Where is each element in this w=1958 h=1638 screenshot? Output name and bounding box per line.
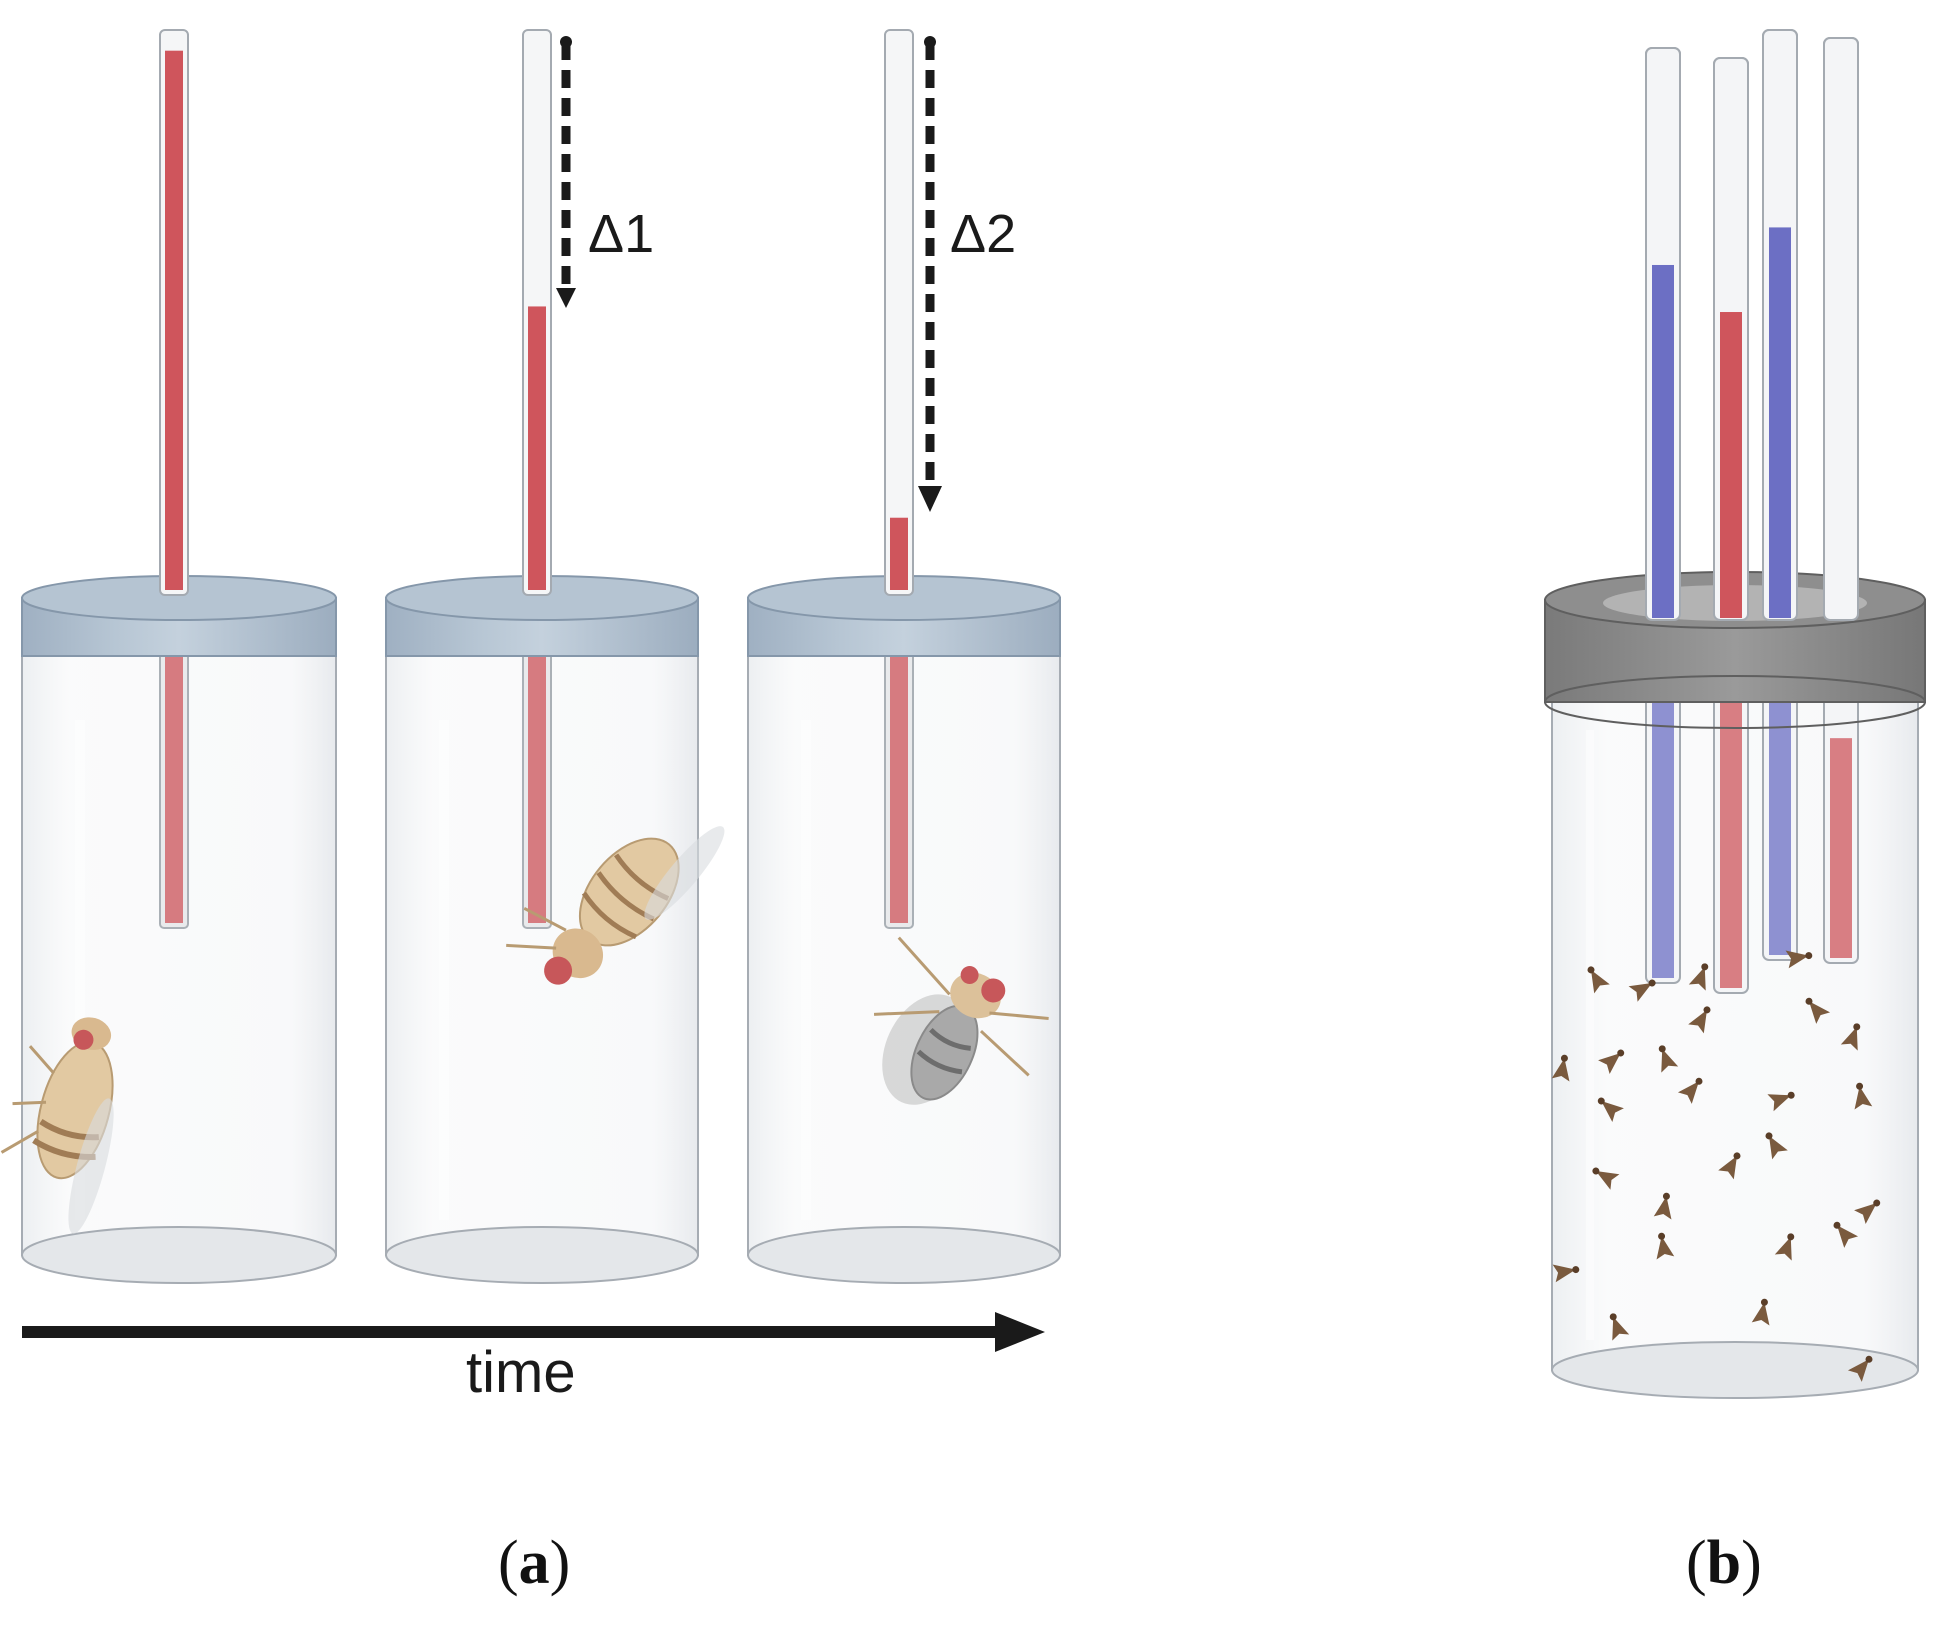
upper-capillary-3 xyxy=(884,29,914,596)
small-fly xyxy=(1656,1232,1675,1260)
capillary-liquid-1 xyxy=(165,50,183,591)
time-arrow xyxy=(22,1312,1045,1352)
small-fly xyxy=(1598,1049,1625,1075)
upper-capillaries xyxy=(159,29,914,596)
small-fly xyxy=(1718,1152,1741,1180)
inner-capillary-2 xyxy=(522,649,552,929)
small-fly xyxy=(1774,1233,1795,1261)
fly-1 xyxy=(0,1017,114,1234)
b-capillary-top-liquid-2 xyxy=(1720,312,1742,618)
small-fly xyxy=(1854,1082,1873,1110)
small-fly xyxy=(1840,1023,1861,1051)
caption-a: (a) xyxy=(498,1529,571,1597)
capillary-liquid-2 xyxy=(528,306,546,590)
lid-3 xyxy=(747,575,1061,657)
small-fly xyxy=(1653,1192,1672,1220)
panel-b-capillaries-top xyxy=(1645,29,1859,621)
panel-a: Δ1 Δ2 xyxy=(0,29,1061,1405)
small-fly xyxy=(1658,1045,1679,1073)
inner-capillary-3 xyxy=(884,649,914,929)
delta-arrow-2 xyxy=(918,36,942,512)
small-fly xyxy=(1551,1054,1570,1082)
small-fly xyxy=(1847,1355,1873,1382)
upper-capillary-1 xyxy=(159,29,189,596)
small-fly xyxy=(1833,1221,1859,1248)
small-fly xyxy=(1592,1167,1620,1190)
small-fly xyxy=(1628,979,1656,1002)
panel-b xyxy=(1544,29,1926,1399)
delta-label-1: Δ1 xyxy=(588,204,654,264)
small-fly xyxy=(1597,1097,1624,1123)
fly-2 xyxy=(506,826,725,985)
small-fly xyxy=(1805,997,1831,1024)
inner-capillary-1 xyxy=(159,649,189,929)
upper-capillary-2 xyxy=(522,29,552,596)
small-fly xyxy=(1854,1199,1881,1225)
b-capillary-top-liquid-3 xyxy=(1769,227,1791,618)
small-fly xyxy=(1751,1298,1770,1326)
caption-b: (b) xyxy=(1686,1529,1762,1597)
small-fly xyxy=(1767,1091,1795,1112)
b-capillary-top-liquid-1 xyxy=(1652,264,1674,618)
b-capillary-liquid-4 xyxy=(1830,738,1852,958)
capillary-liquid-3 xyxy=(890,517,908,590)
small-fly xyxy=(1688,963,1709,991)
delta-label-2: Δ2 xyxy=(950,204,1016,264)
delta-arrow-1 xyxy=(556,36,576,308)
small-fly xyxy=(1688,1006,1711,1034)
small-fly xyxy=(1677,1077,1703,1104)
small-fly xyxy=(1552,1264,1580,1283)
fly-3 xyxy=(873,936,1049,1105)
small-fly xyxy=(1785,950,1813,969)
small-fly xyxy=(1609,1313,1630,1341)
lid-1 xyxy=(21,575,337,657)
small-flies xyxy=(1551,950,1881,1382)
small-fly xyxy=(1765,1132,1788,1160)
lid-2 xyxy=(385,575,699,657)
small-fly xyxy=(1587,966,1610,994)
time-label: time xyxy=(466,1340,576,1405)
